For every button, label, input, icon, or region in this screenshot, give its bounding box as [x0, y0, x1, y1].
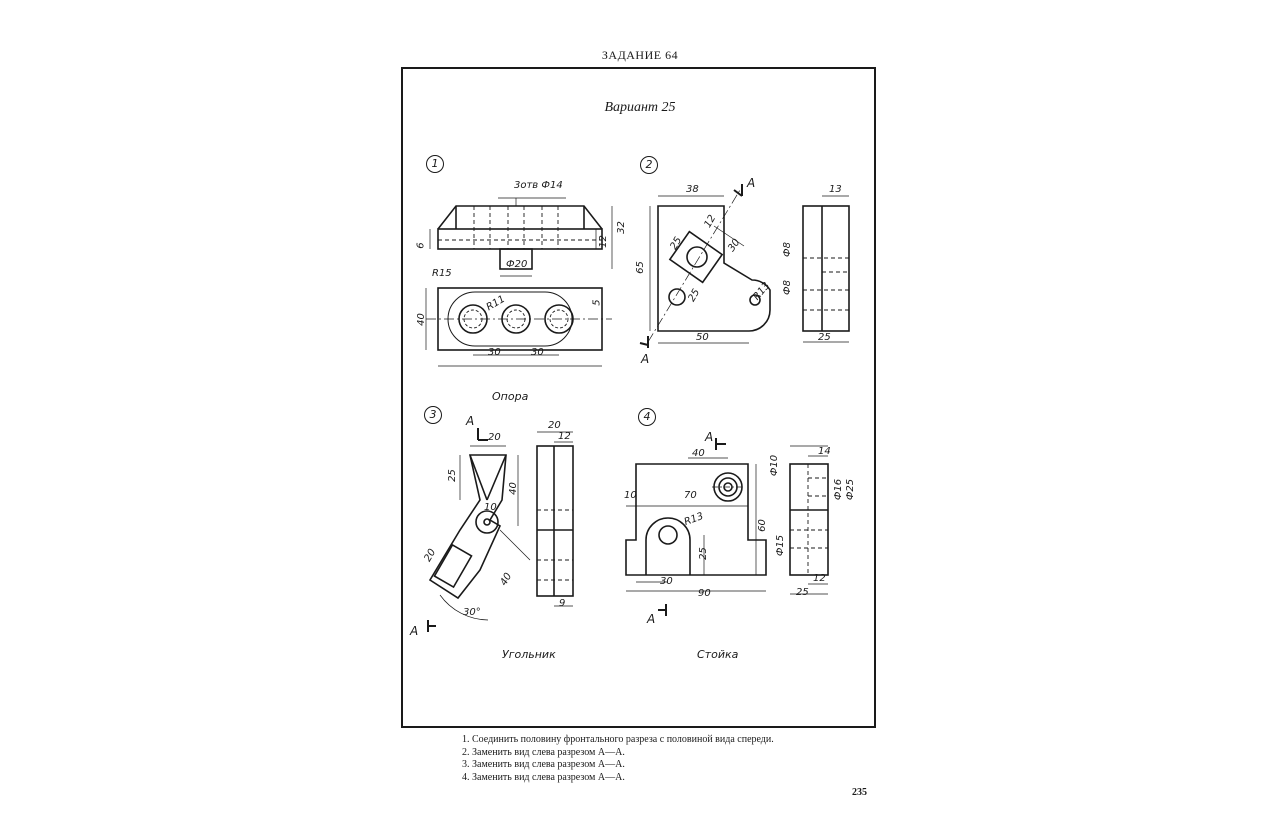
dim-label: 32 [615, 221, 627, 234]
dim-label: 40 [507, 482, 519, 495]
dim-label: 30 [531, 347, 544, 358]
dim-label: 65 [634, 261, 646, 274]
figure-3-drawing [428, 431, 574, 621]
dim-label: Ф8 [781, 242, 793, 257]
dim-label: 90 [698, 588, 711, 599]
dim-label: 9 [559, 598, 566, 609]
section-label: A [647, 612, 656, 626]
dim-label: 12 [558, 431, 571, 442]
dim-label: 30° [463, 607, 481, 618]
dim-label: 10 [624, 490, 637, 501]
dim-label: 20 [488, 432, 501, 443]
figure-4-drawing [625, 445, 829, 595]
figure-2-number: 2 [640, 156, 658, 174]
figure-3-caption: Угольник [502, 648, 556, 661]
dim-label: 38 [686, 184, 699, 195]
dim-label: 25 [697, 547, 709, 560]
figure-1-caption: Опора [492, 390, 529, 403]
section-label: A [641, 352, 650, 366]
figure-4-number: 4 [638, 408, 656, 426]
dim-label: 20 [548, 420, 561, 431]
dim-label: 14 [818, 446, 831, 457]
dim-label: Ф16 [833, 478, 845, 501]
assignment-header: ЗАДАНИЕ 64 [601, 48, 679, 62]
section-label: A [410, 624, 419, 638]
task-item: 3. Заменить вид слева разрезом А—А. [462, 759, 625, 770]
dim-label: 13 [829, 184, 842, 195]
dim-label: 70 [684, 490, 697, 501]
figure-4-caption: Стойка [697, 648, 739, 661]
dim-label: Ф25 [845, 478, 857, 501]
dim-label: Ф15 [775, 534, 787, 557]
dim-label: 10 [484, 502, 497, 513]
figure-3-number: 3 [424, 406, 442, 424]
section-markers [427, 184, 743, 632]
dim-label: Ф20 [506, 259, 528, 270]
dim-label: R15 [432, 268, 452, 279]
dim-label: 40 [415, 313, 427, 326]
figure-1-number: 1 [426, 155, 444, 173]
dim-label: Ф10 [769, 454, 781, 477]
page-number: 235 [852, 787, 867, 798]
dim-label: 25 [446, 469, 458, 482]
section-label: A [747, 176, 756, 190]
dim-label: 12 [813, 573, 826, 584]
dim-label: 12 [597, 235, 609, 248]
dim-label: 6 [415, 242, 427, 249]
dim-label: 3отв Ф14 [514, 180, 563, 191]
task-item: 4. Заменить вид слева разрезом А—А. [462, 771, 625, 783]
task-item: 2. Заменить вид слева разрезом А—А. [462, 746, 625, 758]
section-label: A [466, 414, 475, 428]
dim-label: Ф8 [781, 280, 793, 295]
task-list: 1. Соединить половину фронтального разре… [462, 734, 774, 784]
drawing-frame [401, 67, 876, 728]
dim-label: 30 [488, 347, 501, 358]
dim-label: 25 [796, 587, 809, 598]
dim-label: 30 [660, 576, 673, 587]
figure-1-drawing [425, 197, 613, 367]
section-label: A [705, 430, 714, 444]
dim-label: 60 [756, 519, 768, 532]
dim-label: 5 [591, 299, 603, 306]
dim-label: 25 [818, 332, 831, 343]
task-item: 1. Соединить половину фронтального разре… [462, 734, 774, 745]
dim-label: 40 [692, 448, 705, 459]
variant-title: Вариант 25 [604, 100, 676, 115]
dim-label: 50 [696, 332, 709, 343]
figure-2-drawing [647, 189, 850, 344]
